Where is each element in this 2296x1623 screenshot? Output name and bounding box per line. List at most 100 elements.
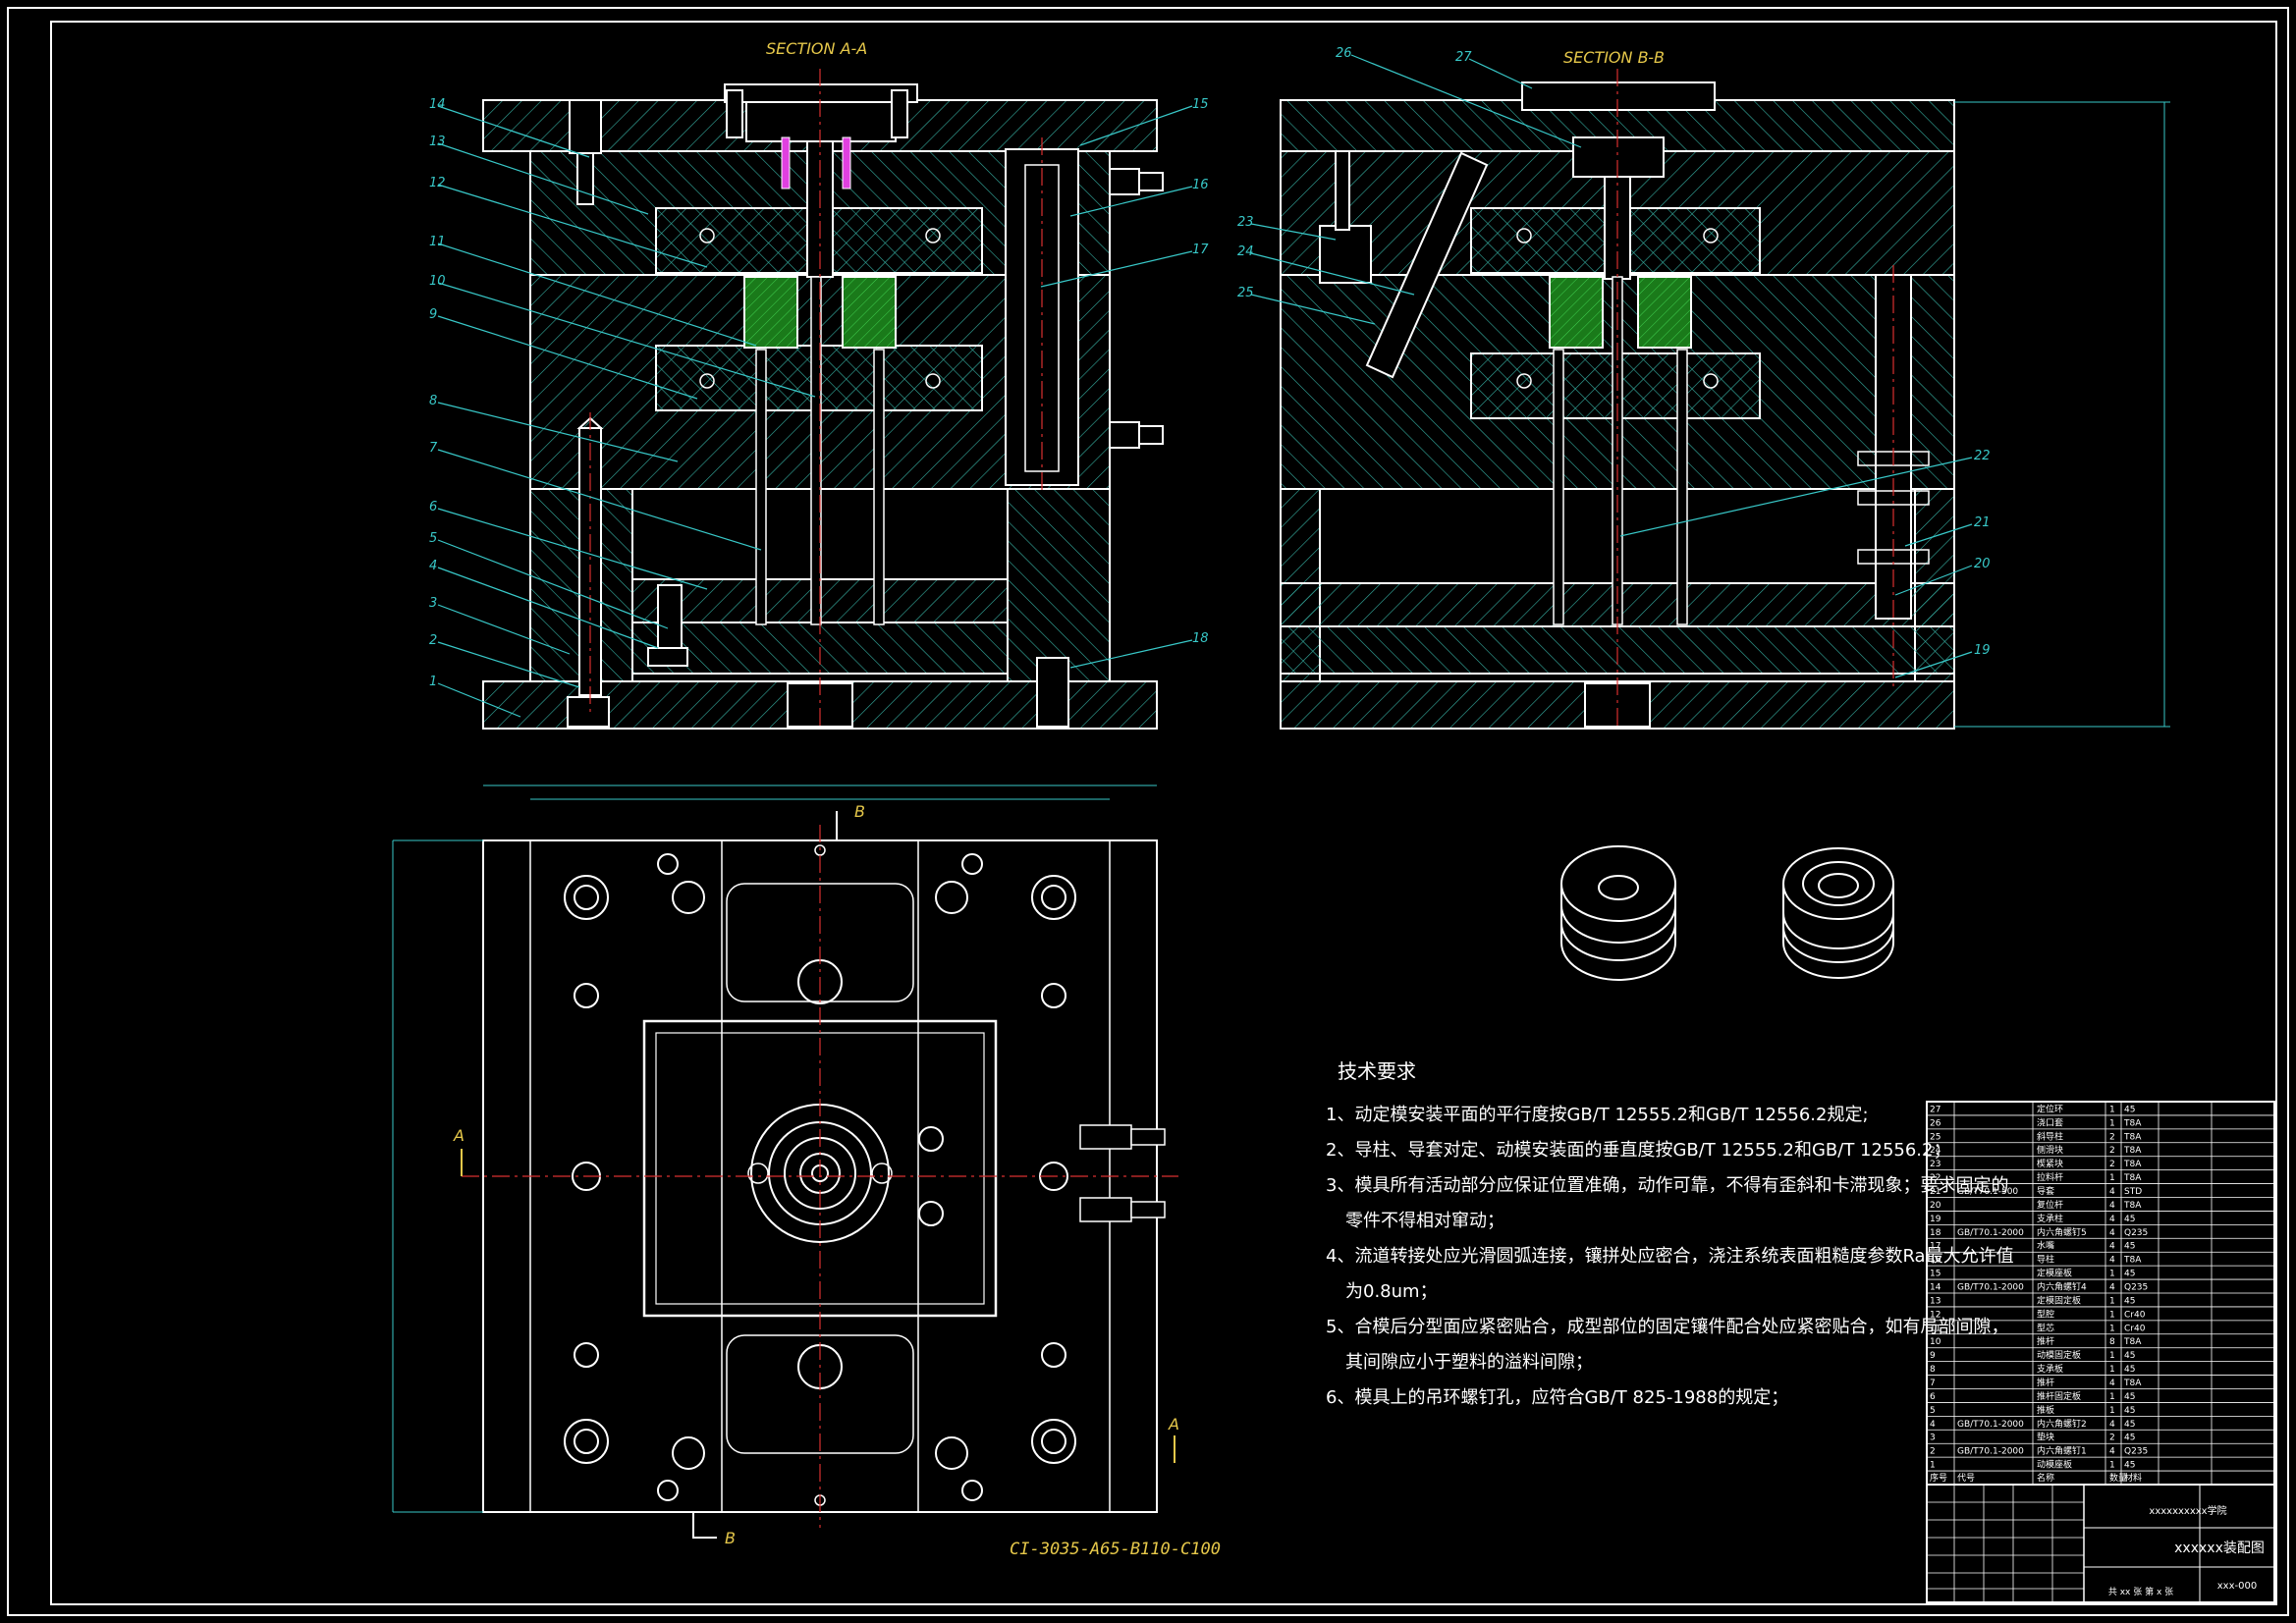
bom-cell-name: 内六角螺钉1	[2037, 1445, 2087, 1457]
part-balloon: 20	[1974, 557, 1991, 571]
bom-cell-mat: Cr40	[2124, 1324, 2146, 1333]
bom-cell-mat: 45	[2124, 1392, 2135, 1402]
bom-cell-qty: 1	[2109, 1365, 2115, 1375]
bom-cell-name: 内六角螺钉2	[2037, 1418, 2087, 1430]
bom-cell-no: 17	[1930, 1242, 1941, 1252]
cut-mark-b-bottom: B	[725, 1529, 736, 1547]
bom-cell-std: GB/T70.1-2000	[1957, 1447, 2024, 1457]
sheet-border-outer	[7, 7, 2289, 1616]
bom-cell-qty: 2	[2109, 1146, 2115, 1156]
bom-cell-qty: 1	[2109, 1105, 2115, 1114]
requirement-line: 2、导柱、导套对定、动模安装面的垂直度按GB/T 12555.2和GB/T 12…	[1326, 1140, 1951, 1161]
section-a-view	[437, 69, 1193, 730]
bom-cell-mat: Cr40	[2124, 1310, 2146, 1320]
requirement-line: 3、模具所有活动部分应保证位置准确，动作可靠，不得有歪斜和卡滞现象；要求固定的	[1326, 1175, 2009, 1196]
bom-cell-std: GB/T70.1-500	[1957, 1187, 2018, 1197]
bom-cell-mat: Q235	[2124, 1228, 2148, 1238]
bom-cell-name: 型芯	[2037, 1322, 2054, 1333]
bom-cell-no: 6	[1930, 1392, 1936, 1402]
bom-cell-name: 导套	[2037, 1185, 2054, 1197]
plan-code-label: CI-3035-A65-B110-C100	[1010, 1540, 1221, 1559]
bom-cell-no: 10	[1930, 1337, 1941, 1347]
bom-cell-no: 16	[1930, 1256, 1941, 1266]
part-balloon: 5	[429, 531, 437, 546]
bom-cell-qty: 1	[2109, 1310, 2115, 1320]
bom-cell-mat: 45	[2124, 1420, 2135, 1430]
bom-cell-mat: 45	[2124, 1105, 2135, 1114]
part-balloon: 16	[1192, 178, 1209, 192]
bom-cell-qty: 1	[2109, 1406, 2115, 1416]
sheet-border-inner	[50, 21, 2277, 1605]
part-balloon: 9	[429, 307, 437, 322]
bom-cell-name: 型腔	[2037, 1308, 2054, 1320]
part-balloon: 24	[1237, 244, 1254, 259]
bom-cell-no: 9	[1930, 1351, 1936, 1361]
bom-cell-mat: 45	[2124, 1461, 2135, 1471]
bom-cell-no: 15	[1930, 1270, 1941, 1279]
bom-cell-no: 22	[1930, 1173, 1941, 1183]
requirement-line: 为0.8um；	[1345, 1281, 1438, 1302]
bom-cell-mat: T8A	[2123, 1379, 2142, 1388]
part-balloon: 25	[1237, 286, 1254, 300]
bom-cell-name: 推杆	[2037, 1335, 2054, 1347]
bom-cell-mat: Q235	[2124, 1283, 2148, 1293]
bom-cell-name: 拉料杆	[2037, 1171, 2063, 1183]
bom-cell-no: 13	[1930, 1296, 1941, 1306]
bom-cell-qty: 2	[2109, 1434, 2115, 1443]
section-a-label: SECTION A-A	[766, 39, 867, 58]
bom-cell-qty: 4	[2109, 1201, 2115, 1211]
title-block-drawing-name: xxxxxx装配图	[2174, 1541, 2265, 1556]
requirement-line: 6、模具上的吊环螺钉孔，应符合GB/T 825-1988的规定；	[1326, 1387, 1789, 1408]
title-block	[1926, 1484, 2275, 1603]
bom-cell-name: 导柱	[2037, 1254, 2054, 1266]
bom-cell-mat: 45	[2124, 1351, 2135, 1361]
bom-header-cell: 代号	[1957, 1473, 1975, 1484]
cut-mark-a-right: A	[1168, 1415, 1179, 1434]
bom-cell-no: 8	[1930, 1365, 1936, 1375]
bom-cell-mat: 45	[2124, 1434, 2135, 1443]
bom-cell-name: 垫块	[2037, 1432, 2054, 1443]
bom-cell-no: 2	[1930, 1447, 1936, 1457]
section-b-view	[1250, 54, 2170, 730]
bom-cell-qty: 1	[2109, 1461, 2115, 1471]
part-balloon: 8	[429, 394, 437, 408]
bom-cell-name: 复位杆	[2037, 1199, 2063, 1211]
technical-requirements: 技术要求 1、动定模安装平面的平行度按GB/T 12555.2和GB/T 125…	[1326, 1055, 2014, 1416]
bom-cell-name: 定模固定板	[2037, 1294, 2081, 1306]
bom-cell-name: 支承板	[2037, 1363, 2063, 1375]
part-balloon: 11	[429, 235, 446, 249]
requirement-line: 其间隙应小于塑料的溢料间隙；	[1345, 1352, 1593, 1373]
bom-cell-name: 斜导柱	[2037, 1130, 2063, 1142]
bom-cell-qty: 4	[2109, 1283, 2115, 1293]
bom-header-cell: 材料	[2124, 1472, 2142, 1484]
bom-cell-qty: 4	[2109, 1187, 2115, 1197]
part-balloon: 19	[1974, 643, 1991, 658]
part-balloon: 12	[429, 176, 446, 190]
part-balloon: 6	[429, 500, 437, 514]
bom-cell-no: 12	[1930, 1310, 1941, 1320]
part-balloon: 21	[1974, 515, 1991, 530]
bom-cell-no: 24	[1930, 1146, 1941, 1156]
bom-cell-name: 楔紧块	[2037, 1158, 2063, 1169]
bom-cell-std: GB/T70.1-2000	[1957, 1420, 2024, 1430]
bom-cell-name: 推板	[2037, 1404, 2054, 1416]
bom-cell-name: 动模固定板	[2037, 1349, 2081, 1361]
bom-cell-name: 内六角螺钉5	[2037, 1226, 2087, 1238]
bom-cell-mat: STD	[2124, 1187, 2142, 1197]
plan-view	[392, 784, 1178, 1539]
bom-cell-no: 18	[1930, 1228, 1941, 1238]
bom-cell-mat: T8A	[2123, 1146, 2142, 1156]
bom-header-cell: 数量	[2109, 1472, 2127, 1484]
part-balloon: 14	[429, 97, 446, 112]
bom-cell-mat: 45	[2124, 1365, 2135, 1375]
bom-header-cell: 序号	[1930, 1472, 1947, 1484]
bom-cell-no: 1	[1930, 1461, 1936, 1471]
bom-cell-qty: 2	[2109, 1160, 2115, 1169]
bom-cell-no: 3	[1930, 1434, 1936, 1443]
bom-cell-mat: T8A	[2123, 1337, 2142, 1347]
bom-cell-no: 25	[1930, 1132, 1941, 1142]
bom-cell-std: GB/T70.1-2000	[1957, 1228, 2024, 1238]
bom-cell-mat: T8A	[2123, 1173, 2142, 1183]
